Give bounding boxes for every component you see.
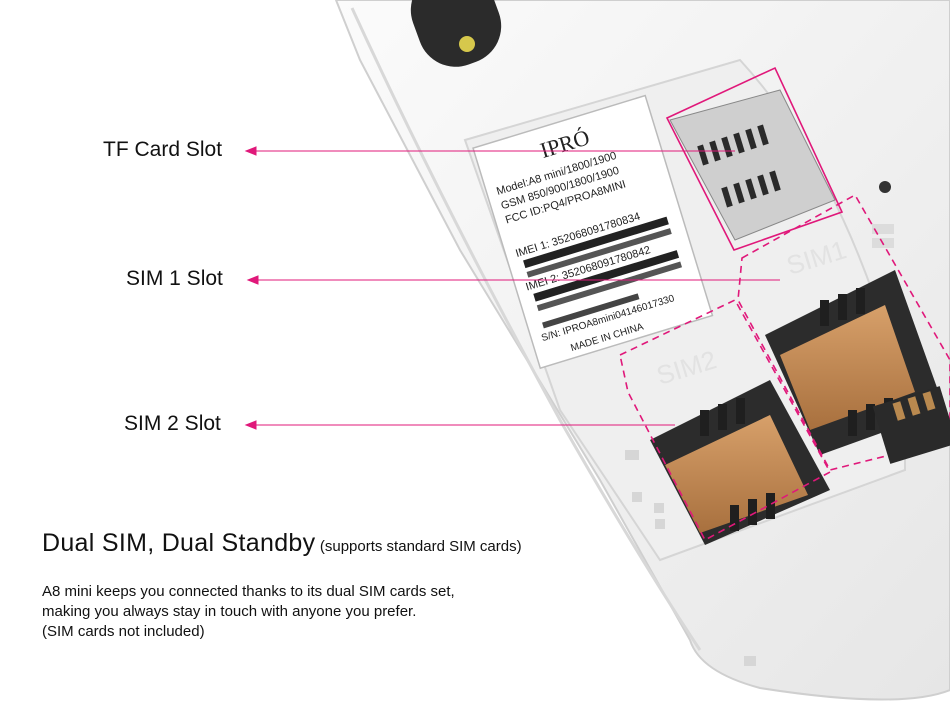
tf-slot-highlight — [665, 66, 844, 251]
tf-arrowhead — [244, 146, 257, 156]
headline: Dual SIM, Dual Standby (supports standar… — [42, 529, 522, 558]
description-line: (SIM cards not included) — [42, 623, 205, 640]
phone-body-rim — [350, 7, 702, 651]
description-line: making you always stay in touch with any… — [42, 603, 417, 620]
sim1-arrowhead — [246, 275, 259, 285]
headline-main: Dual SIM, Dual Standby — [42, 529, 316, 557]
description: A8 mini keeps you connected thanks to it… — [42, 582, 455, 642]
sim2-slot-highlight — [619, 298, 832, 542]
description-line: A8 mini keeps you connected thanks to it… — [42, 583, 455, 600]
callout-lines — [244, 146, 780, 430]
sim1-slot-label: SIM 1 Slot — [126, 267, 223, 290]
tf-card-slot-label: TF Card Slot — [103, 138, 223, 161]
sim2-arrowhead — [244, 420, 257, 430]
product-label: IPRÓ Model:A8 mini/1800/1900 GSM 850/900… — [472, 94, 714, 370]
camera-module — [410, 0, 502, 67]
battery-connector — [872, 386, 950, 464]
sim2-slot-label: SIM 2 Slot — [124, 412, 221, 435]
headline-note: (supports standard SIM cards) — [319, 538, 522, 555]
